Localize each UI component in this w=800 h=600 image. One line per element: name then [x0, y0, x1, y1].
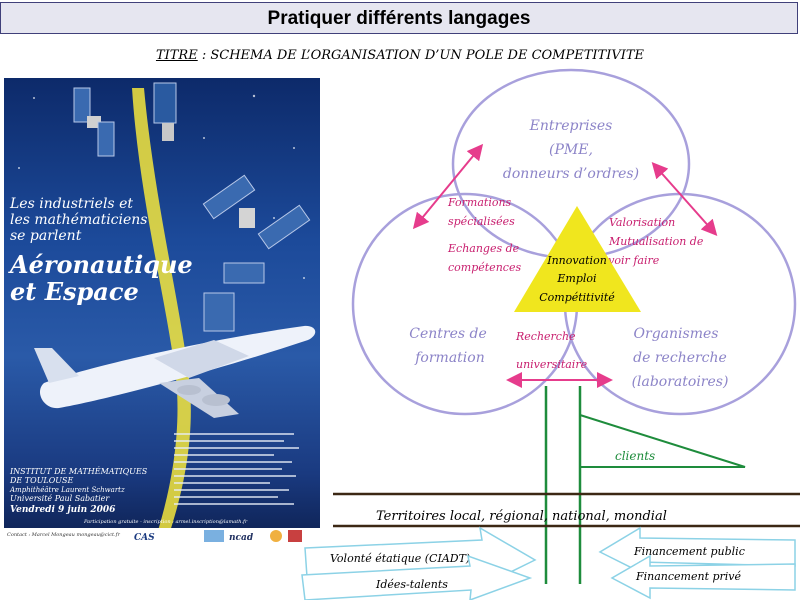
label-line: Innovation — [546, 254, 607, 267]
ncad-logo: ncad — [229, 533, 254, 543]
label-line: de recherche — [633, 350, 727, 366]
label-clients: clients — [615, 449, 655, 463]
label-line: universitaire — [516, 358, 588, 371]
label-line: savoir faire — [596, 254, 660, 267]
logo-icon — [204, 530, 224, 542]
satellite-icon — [203, 262, 265, 332]
label-line: Valorisation — [609, 216, 675, 229]
label-overlap-right: Valorisation Mutualisation de savoir fai… — [596, 216, 704, 267]
label-line: Echanges de — [447, 242, 520, 255]
poster-title-line: Aéronautique — [8, 250, 193, 279]
label-line: Formations — [447, 196, 512, 209]
label-triangle: Innovation Emploi Compétitivité — [539, 254, 615, 304]
poster-institute-line: Université Paul Sabatier — [10, 494, 110, 503]
label-line: formation — [414, 350, 484, 366]
label-recherche: Organismes de recherche (laboratoires) — [632, 326, 729, 390]
label-line: spécialisées — [448, 215, 515, 228]
arrow-entreprises-recherche — [651, 162, 718, 236]
poster-title-line: et Espace — [10, 277, 139, 306]
poster-title: Aéronautique et Espace — [8, 250, 193, 306]
label-line: Entreprises — [529, 118, 613, 134]
poster-headline-line: se parlent — [10, 228, 82, 244]
central-triangle — [514, 206, 641, 312]
flow-arrow-left-bottom — [301, 554, 533, 600]
label-line: (laboratoires) — [632, 374, 729, 390]
flow-arrow-right-bottom — [610, 554, 796, 600]
slide-title: Pratiquer différents langages — [267, 8, 531, 29]
label-line: (PME, — [549, 142, 593, 158]
title-lead: TITRE — [155, 48, 198, 63]
label-line: Emploi — [556, 272, 596, 285]
poster-institute-line: DE TOULOUSE — [9, 476, 74, 485]
label-line: Compétitivité — [539, 291, 615, 304]
event-poster: Les industriels et les mathématiciens se… — [4, 78, 320, 543]
label-line: compétences — [448, 261, 521, 274]
label-entreprises: Entreprises (PME, donneurs d’ordres) — [503, 118, 639, 182]
poster-artwork: Les industriels et les mathématiciens se… — [4, 82, 320, 543]
poster-contact: Contact : Marcel Mongeau mongeau@cict.fr — [7, 531, 120, 538]
label-line: Organismes — [634, 326, 719, 342]
label-flow: Volonté étatique (CIADT) — [330, 552, 470, 565]
label-line: Mutualisation de — [608, 235, 704, 248]
poster-programme — [174, 433, 299, 505]
diagram-title: TITRE : SCHEMA DE L’ORGANISATION D’UN PO… — [0, 48, 800, 63]
label-line: Centres de — [409, 326, 487, 342]
poster-institute-line: Amphithéâtre Laurent Schwartz — [9, 486, 125, 494]
logo-icon — [270, 530, 282, 542]
poster-institute-line: INSTITUT DE MATHÉMATIQUES — [9, 467, 148, 476]
poster-headline-line: les mathématiciens — [10, 212, 147, 228]
label-flow: Financement privé — [635, 570, 742, 583]
label-flow: Financement public — [633, 545, 745, 558]
clients-wedge — [579, 414, 746, 468]
poster-participation: Participation gratuite - inscription : a… — [83, 518, 248, 525]
satellite-icon — [73, 87, 115, 157]
label-overlap-left: Formations spécialisées Echanges de comp… — [447, 196, 521, 274]
logo-icon — [288, 530, 302, 542]
satellite-icon — [153, 82, 177, 141]
poster-footer-band — [4, 528, 320, 543]
poster-stars — [18, 94, 305, 279]
airplane-icon — [34, 325, 316, 418]
satellite-icon — [202, 174, 311, 250]
arrow-formation-entreprises — [412, 143, 484, 230]
poster-headline: Les industriels et les mathématiciens se… — [9, 196, 147, 244]
label-territory: Territoires local, régional, national, m… — [376, 509, 667, 524]
label-overlap-bottom: Recherche universitaire — [515, 330, 588, 371]
label-line: Recherche — [515, 330, 576, 343]
label-flow: Idées-talents — [375, 578, 448, 591]
title-rest: : SCHEMA DE L’ORGANISATION D’UN POLE DE … — [197, 48, 645, 63]
label-formation: Centres de formation — [409, 326, 487, 366]
poster-date: Vendredi 9 juin 2006 — [10, 505, 116, 515]
cas-logo: CAS — [134, 533, 155, 543]
poster-headline-line: Les industriels et — [9, 196, 133, 212]
poster-institute: INSTITUT DE MATHÉMATIQUES DE TOULOUSE Am… — [9, 467, 248, 525]
label-line: donneurs d’ordres) — [503, 166, 639, 182]
slide-header: Pratiquer différents langages — [0, 2, 798, 34]
poster-swoosh — [132, 88, 191, 543]
